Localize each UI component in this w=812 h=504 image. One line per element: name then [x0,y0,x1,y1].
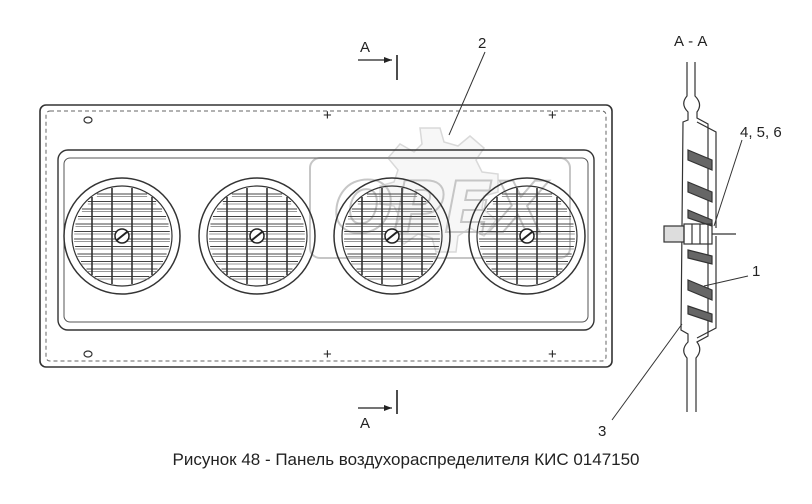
air-vent[interactable] [468,177,586,295]
mark-plus: + [548,107,557,124]
section-mark-bottom: А [358,390,398,432]
panel-inner-dashed [45,110,607,362]
vent-knob-slot [251,231,263,241]
figure-caption: Рисунок 48 - Панель воздухораспределител… [172,450,640,469]
mount-hole-bottom [83,350,93,358]
callout-456: 4, 5, 6 [740,124,782,141]
mark-plus: + [323,346,332,363]
section-title: А - А [674,33,707,50]
section-mark-top: А [358,39,398,80]
leader-2 [448,51,486,136]
vent-knob-slot [386,231,398,241]
panel-outer-frame [39,104,613,368]
air-vent[interactable] [198,177,316,295]
callout-2: 2 [478,35,486,52]
leader-3 [611,323,683,421]
callout-1: 1 [752,263,760,280]
air-vents [63,177,586,295]
callout-3: 3 [598,423,606,440]
section-mark-top-label: А [360,39,370,56]
section-mark-bottom-label: А [360,415,370,432]
leader-456 [713,139,743,227]
vent-knob-slot [116,231,128,241]
leader-1 [703,275,749,287]
vent-knob-slot [521,231,533,241]
section-view [663,62,736,412]
air-vent[interactable] [333,177,451,295]
mount-hole-top [83,116,93,124]
mark-plus: + [548,346,557,363]
air-vent[interactable] [63,177,181,295]
vent-recess-outer [57,149,595,331]
mark-plus: + [323,107,332,124]
